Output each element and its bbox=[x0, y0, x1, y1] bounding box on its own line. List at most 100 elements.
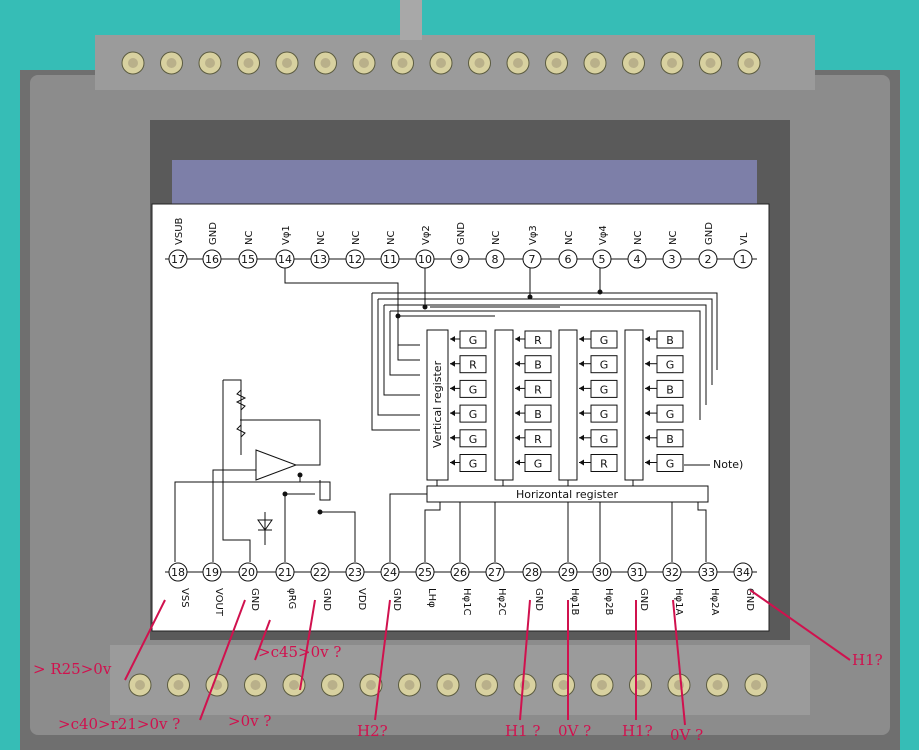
pin-pad-hole bbox=[558, 680, 569, 690]
pin-circle bbox=[238, 562, 258, 582]
pin-number: 23 bbox=[348, 566, 362, 579]
pin-number: 4 bbox=[634, 253, 641, 266]
pixel-cell: R bbox=[450, 355, 487, 374]
pin-number: 2 bbox=[705, 253, 712, 266]
pin-number: 20 bbox=[241, 566, 255, 579]
svg-text:B: B bbox=[666, 334, 674, 347]
svg-text:G: G bbox=[600, 359, 609, 372]
pin-circle bbox=[275, 562, 295, 582]
pin-pad-hole bbox=[635, 680, 646, 690]
pin-circle bbox=[310, 249, 330, 269]
pin-pad-hole bbox=[243, 58, 254, 68]
pin-pad-hole bbox=[443, 680, 453, 690]
output-amplifier-circuit bbox=[174, 379, 356, 562]
pin-label: Vφ2 bbox=[421, 225, 432, 245]
pin-pad-hole bbox=[166, 58, 177, 68]
pin-circle bbox=[592, 249, 612, 269]
top-wiring bbox=[284, 268, 718, 431]
svg-text:G: G bbox=[600, 408, 609, 421]
pin-circle bbox=[662, 562, 682, 582]
pin-label: Hφ2A bbox=[709, 588, 720, 615]
pin-number: 25 bbox=[418, 566, 432, 579]
top-pin-row: VSUB17GND16NC15Vφ114NC13NC12NC11Vφ210GND… bbox=[168, 217, 753, 269]
pin-label: GND bbox=[533, 588, 544, 611]
pin-number: 3 bbox=[669, 253, 676, 266]
pin-label: VSUB bbox=[174, 217, 185, 245]
pin-number: 15 bbox=[241, 253, 255, 266]
bottom-pin-pads bbox=[128, 673, 768, 697]
pin-pad-hole bbox=[705, 58, 716, 68]
note-label: Note) bbox=[713, 458, 743, 471]
pin-label: GND bbox=[249, 588, 260, 611]
vertical-register-col-2 bbox=[494, 329, 514, 481]
pin-circle bbox=[168, 249, 188, 269]
pin-pad-hole bbox=[551, 58, 562, 68]
svg-text:G: G bbox=[600, 383, 609, 396]
pin-circle bbox=[168, 562, 188, 582]
pin-circle bbox=[522, 249, 542, 269]
vertical-register-label: Vertical register bbox=[431, 360, 444, 448]
pin-circle bbox=[733, 562, 753, 582]
svg-text:G: G bbox=[469, 433, 478, 446]
pin-number: 7 bbox=[529, 253, 536, 266]
bottom-pin-row: 18VSS19VOUT20GND21φRG22GND23VDD24GND25LH… bbox=[168, 562, 755, 617]
top-pin-3: NC3 bbox=[662, 231, 682, 269]
pin-number: 6 bbox=[565, 253, 572, 266]
svg-text:G: G bbox=[666, 458, 675, 471]
pixel-cell: G bbox=[450, 379, 487, 398]
pin-label: GND bbox=[391, 588, 402, 611]
pin-pad-hole bbox=[667, 58, 677, 68]
pin-label: VDD bbox=[356, 588, 367, 611]
pin-pad-hole bbox=[481, 680, 492, 690]
pin-circle bbox=[202, 249, 222, 269]
pin-circle bbox=[380, 562, 400, 582]
pin-pad-hole bbox=[520, 680, 530, 690]
annotation-note: >c45>0v ? bbox=[258, 643, 341, 661]
pin-pad-hole bbox=[590, 58, 600, 68]
pin-number: 11 bbox=[383, 253, 397, 266]
pixel-cell: B bbox=[515, 355, 552, 374]
pin-label: VSS bbox=[179, 588, 190, 608]
svg-text:G: G bbox=[469, 408, 478, 421]
pixel-cell: G bbox=[515, 454, 552, 472]
pin-pad-hole bbox=[513, 58, 523, 68]
annotation-note: > R25>0v bbox=[33, 660, 112, 678]
pin-circle bbox=[450, 249, 470, 269]
pixel-cell: G bbox=[645, 404, 684, 423]
pixel-cell: G bbox=[450, 404, 487, 423]
pin-circle bbox=[558, 562, 578, 582]
svg-text:G: G bbox=[469, 458, 478, 471]
pin-circle bbox=[202, 562, 222, 582]
pin-pad-hole bbox=[597, 680, 607, 690]
pin-label: GND bbox=[208, 222, 219, 245]
pin-number: 27 bbox=[488, 566, 502, 579]
pin-number: 26 bbox=[453, 566, 467, 579]
svg-text:B: B bbox=[534, 408, 542, 421]
top-pin-8: NC8 bbox=[485, 231, 505, 269]
pixel-cell: B bbox=[645, 379, 684, 398]
pixel-cell: R bbox=[579, 454, 618, 472]
pin-pad-hole bbox=[744, 58, 754, 68]
pin-label: Hφ2C bbox=[496, 588, 507, 615]
pin-label: LHφ bbox=[426, 588, 437, 608]
pin-number: 13 bbox=[313, 253, 327, 266]
pin-circle bbox=[485, 249, 505, 269]
svg-text:G: G bbox=[469, 383, 478, 396]
pin-pad-hole bbox=[289, 680, 299, 690]
pin-circle bbox=[238, 249, 258, 269]
pin-pad-hole bbox=[135, 680, 145, 690]
pin-number: 28 bbox=[525, 566, 539, 579]
pin-number: 5 bbox=[599, 253, 606, 266]
svg-text:G: G bbox=[666, 359, 675, 372]
